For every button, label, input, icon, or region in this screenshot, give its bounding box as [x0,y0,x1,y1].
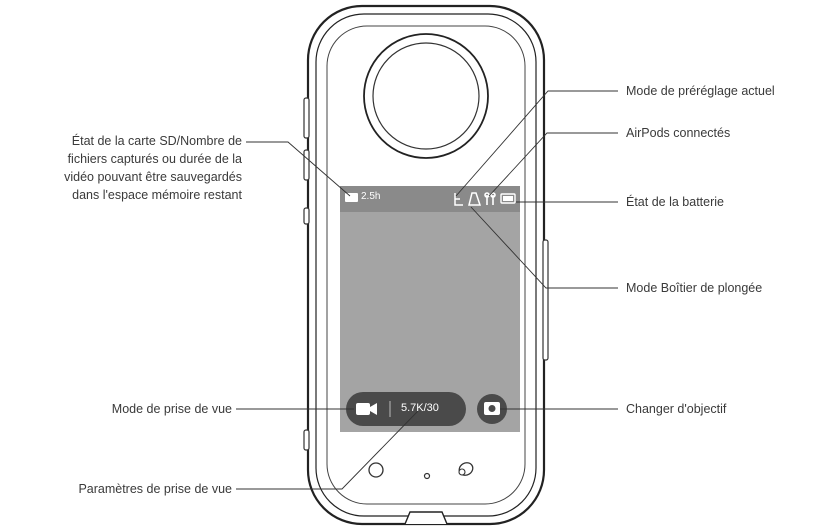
airpods-icon [484,192,496,205]
center-dot [423,472,431,480]
status-bar [340,186,520,212]
video-camera-icon [356,403,377,415]
callout-shooting-params: Paramètres de prise de vue [78,482,232,496]
right-button[interactable] [457,460,475,477]
callout-sd-card-line-1: État de la carte SD/Nombre de [71,134,242,148]
callout-sd-card-line-2: fichiers capturés ou durée de la [67,152,242,166]
dive-case-icon [468,192,482,206]
left-button[interactable] [368,462,384,478]
leader-dive-case [470,206,618,289]
callout-lines [236,90,618,490]
callout-sd-card-line-3: vidéo pouvant être sauvegardés [64,170,242,184]
callout-preset-mode: Mode de préréglage actuel [626,84,775,98]
storage-remaining-value: 2.5h [361,191,381,202]
leader-preset-mode [455,90,618,197]
callout-sd-card-line-4: dans l'espace mémoire restant [72,188,242,202]
preset-mode-icon [454,193,463,206]
leader-airpods [488,132,618,197]
leader-shooting-params [236,410,419,490]
sd-card-icon [345,193,358,202]
leader-sd-card [246,141,351,197]
callout-airpods: AirPods connectés [626,126,731,140]
callout-sd-card-state: État de la carte SD/Nombre de fichiers c… [2,132,242,204]
battery-icon [500,193,516,204]
callout-battery: État de la batterie [626,195,724,209]
callout-shooting-mode: Mode de prise de vue [111,402,232,416]
shooting-controls-pill[interactable] [346,392,466,426]
callout-switch-lens: Changer d'objectif [626,402,727,416]
resolution-fps-value[interactable]: 5.7K/30 [401,402,439,414]
lens [363,33,489,159]
callout-dive-case: Mode Boîtier de plongée [626,281,763,295]
switch-lens-icon [484,402,500,415]
